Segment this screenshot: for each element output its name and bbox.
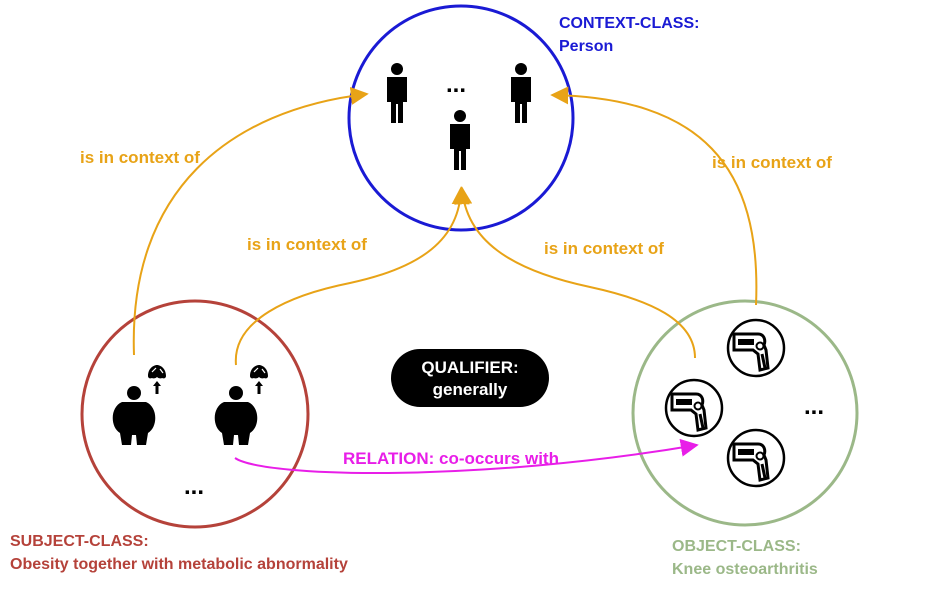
person-icon: [450, 110, 470, 170]
context-class-name: Person: [559, 38, 613, 55]
subject-ellipsis: ...: [184, 473, 204, 500]
qualifier-badge: [391, 349, 549, 407]
person-icon: [387, 63, 407, 123]
knee-osteoarthritis-icon: [726, 318, 786, 378]
context-edge-subject-right: [234, 186, 470, 366]
object-ellipsis: ...: [804, 393, 824, 420]
obese-person-icon: [214, 386, 258, 445]
subject-class-name: Obesity together with metabolic abnormal…: [10, 556, 348, 573]
context-edge-label: is in context of: [544, 239, 664, 258]
metabolic-abnormality-icon: [147, 364, 167, 395]
object-circle: [631, 299, 859, 527]
subject-circle: [80, 299, 310, 529]
qualifier-value: generally: [433, 380, 508, 399]
relation-edge: [234, 438, 699, 475]
context-edge-label: is in context of: [80, 148, 200, 167]
context-edge-object-left: [454, 186, 696, 359]
context-edge-label: is in context of: [712, 153, 832, 172]
knee-osteoarthritis-icon: [726, 428, 786, 488]
context-edge-subject-left: [132, 86, 369, 356]
context-edge-object-right: [550, 86, 758, 306]
subject-class-title: SUBJECT-CLASS:: [10, 533, 149, 550]
qualifier-title: QUALIFIER:: [421, 358, 518, 377]
obese-person-icon: [112, 386, 156, 445]
context-circle: [347, 4, 575, 232]
metabolic-abnormality-icon: [249, 364, 269, 395]
context-ellipsis: ...: [446, 71, 466, 98]
context-edge-label: is in context of: [247, 235, 367, 254]
object-class-name: Knee osteoarthritis: [672, 561, 818, 578]
object-class-title: OBJECT-CLASS:: [672, 538, 801, 555]
knee-osteoarthritis-icon: [664, 378, 724, 438]
person-icon: [511, 63, 531, 123]
relation-label: RELATION: co-occurs with: [343, 449, 559, 468]
context-class-title: CONTEXT-CLASS:: [559, 15, 699, 32]
